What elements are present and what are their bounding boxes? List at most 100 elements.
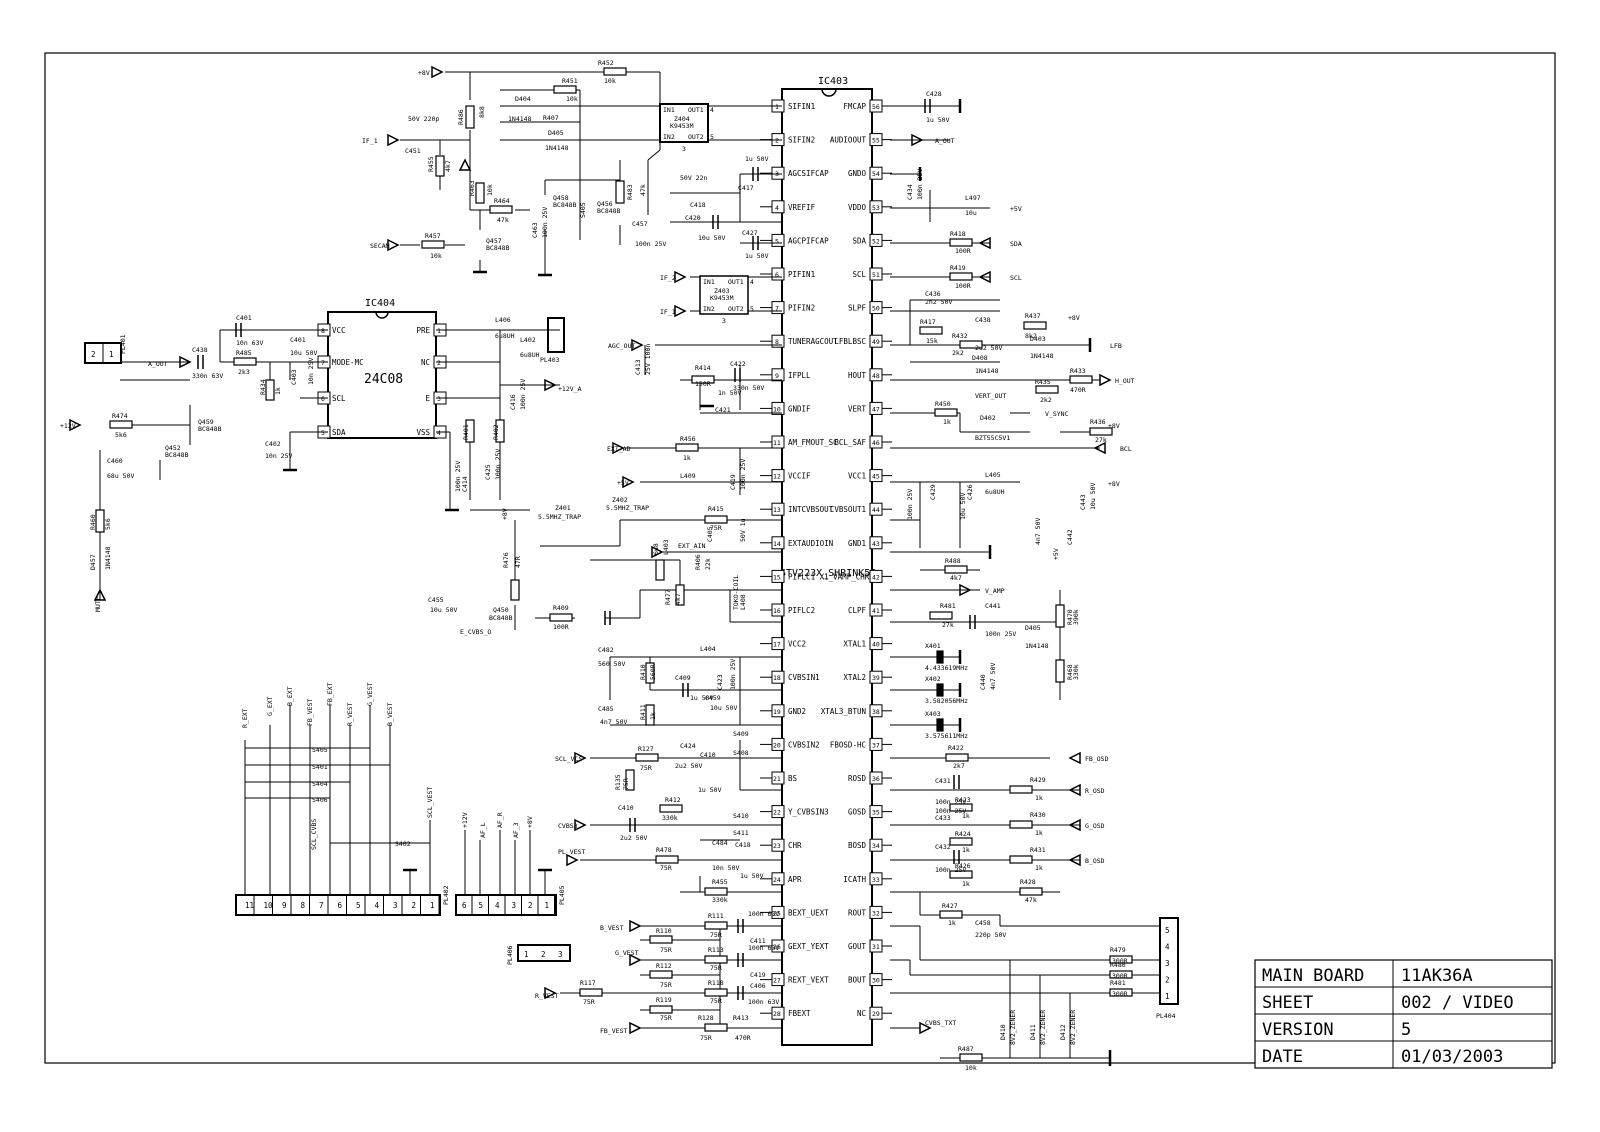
c418v-label: 50V 22n bbox=[680, 174, 707, 182]
ic404-pin-number: 4 bbox=[437, 429, 441, 437]
ic404-pin-name: MODE-MC bbox=[332, 358, 364, 367]
ic403-pin-name: VREFIF bbox=[788, 203, 816, 212]
v5-label: +5V bbox=[1010, 205, 1022, 213]
r468-label: R468 bbox=[1066, 664, 1074, 680]
r464-label: R464 bbox=[494, 197, 510, 205]
r127-label: R127 bbox=[638, 745, 654, 753]
ic403-pin-name: INTCVBSOUT bbox=[788, 505, 834, 514]
c414v-label: 100n 25V bbox=[454, 461, 462, 492]
ic404-pin-number: 1 bbox=[437, 327, 441, 335]
capacitor-symbols bbox=[197, 99, 976, 1000]
ic403-pin-number: 23 bbox=[773, 842, 781, 850]
secam-label: SECAM bbox=[370, 242, 390, 250]
c443-label: C443 bbox=[1079, 494, 1087, 510]
r474v-label: 5k6 bbox=[115, 431, 127, 439]
c420-label: C420 bbox=[685, 214, 701, 222]
fb-osd-label: FB_OSD bbox=[1085, 755, 1109, 763]
z402-label: Z402 bbox=[612, 496, 628, 504]
ic403-pin-number: 12 bbox=[773, 473, 781, 481]
pl404-pin: 3 bbox=[1165, 959, 1170, 968]
r406v-label: 22k bbox=[704, 558, 712, 570]
x403-label: X403 bbox=[925, 710, 941, 718]
q458-label: Q458 bbox=[553, 194, 569, 202]
c484v-label: 10n 50V bbox=[712, 864, 739, 872]
r435-label: R435 bbox=[1035, 378, 1051, 386]
ic403-pin-name: CLPF bbox=[848, 606, 867, 615]
ic403-pin-name: FBEXT bbox=[788, 1009, 811, 1018]
r118v-label: 75R bbox=[710, 997, 722, 1005]
r470v-label: 390k bbox=[1072, 609, 1080, 625]
ic403-pin-number: 13 bbox=[773, 506, 781, 514]
ic403-pin-name: CHR bbox=[788, 841, 802, 850]
c411v-label: 100n 63V bbox=[748, 910, 779, 918]
ic403-pin-name: REXT_VEXT bbox=[788, 976, 829, 985]
l404-label: L404 bbox=[700, 645, 716, 653]
d411-label: D411 bbox=[1029, 1024, 1037, 1040]
c441-label: C441 bbox=[985, 602, 1001, 610]
ic403-pin-number: 31 bbox=[872, 943, 880, 951]
c485-label: C485 bbox=[598, 705, 614, 713]
crystal-symbols bbox=[936, 650, 944, 732]
agc-out-label: AGC_OUT bbox=[608, 342, 635, 350]
ic403-pin-23: 23 CHR bbox=[760, 838, 802, 852]
ic403-pin-number: 22 bbox=[773, 809, 781, 817]
r110v-label: 75R bbox=[660, 946, 672, 954]
ic403-pin-name: XTAL3_BTUN bbox=[821, 707, 866, 716]
ic403-pin-name: SIFIN2 bbox=[788, 136, 815, 145]
ic403-pin-number: 45 bbox=[872, 473, 880, 481]
ic403-pin-13: 13 INTCVBSOUT bbox=[760, 502, 834, 516]
if2-label: IF_2 bbox=[660, 274, 676, 282]
s408-label: S408 bbox=[733, 749, 749, 757]
ic403-pin-name: AM_FMOUT_SC bbox=[788, 438, 838, 447]
r457v-label: 10k bbox=[430, 252, 442, 260]
s401-label: S401 bbox=[312, 763, 328, 771]
c455-label: C455 bbox=[428, 596, 444, 604]
ic404-notch bbox=[375, 311, 389, 319]
scl-vcs-label: SCL_VCS bbox=[555, 755, 582, 763]
r112-label: R112 bbox=[656, 962, 672, 970]
l403v-label: 6u8 bbox=[652, 543, 660, 555]
r422-label: R422 bbox=[948, 744, 964, 752]
c426-label: C426 bbox=[966, 484, 974, 500]
r431v-label: 1k bbox=[1035, 864, 1043, 872]
ic403-pin-name: Y_CVBSIN3 bbox=[788, 808, 829, 817]
r-osd-label: R_OSD bbox=[1085, 787, 1105, 795]
q459-label: Q459 bbox=[198, 418, 214, 426]
ic403-pin-number: 54 bbox=[872, 170, 880, 178]
v8-label: +8V bbox=[501, 508, 509, 520]
c409-label: C409 bbox=[675, 674, 691, 682]
c418-label: C418 bbox=[690, 201, 706, 209]
c423v-label: 100n 25V bbox=[729, 659, 737, 690]
c402v-label: 10n 25V bbox=[265, 452, 292, 460]
r430-label: R430 bbox=[1030, 811, 1046, 819]
pl401-pin1: 1 bbox=[109, 350, 114, 359]
ic403-pin-name: BOUT bbox=[848, 976, 867, 985]
r436v-label: 27k bbox=[1095, 436, 1107, 444]
c425v-label: 100n 25V bbox=[494, 449, 502, 480]
c410-label: C410 bbox=[618, 804, 634, 812]
ic403-notch bbox=[821, 88, 837, 97]
ic403-pin-name: FBOSD-HC bbox=[830, 740, 866, 749]
c421-label: C421 bbox=[715, 406, 731, 414]
r452-label: R452 bbox=[598, 59, 614, 67]
component-symbols bbox=[95, 67, 1133, 1062]
pl402-ref: PL402 bbox=[442, 885, 450, 905]
ic403-pin-name: HOUT bbox=[848, 371, 867, 380]
z404-in1: IN1 bbox=[663, 106, 675, 114]
r487-label: R487 bbox=[958, 1045, 974, 1053]
sheet-border bbox=[44, 52, 1556, 1064]
ground-symbols bbox=[283, 99, 1112, 1066]
ic403-pin-number: 15 bbox=[773, 573, 781, 581]
